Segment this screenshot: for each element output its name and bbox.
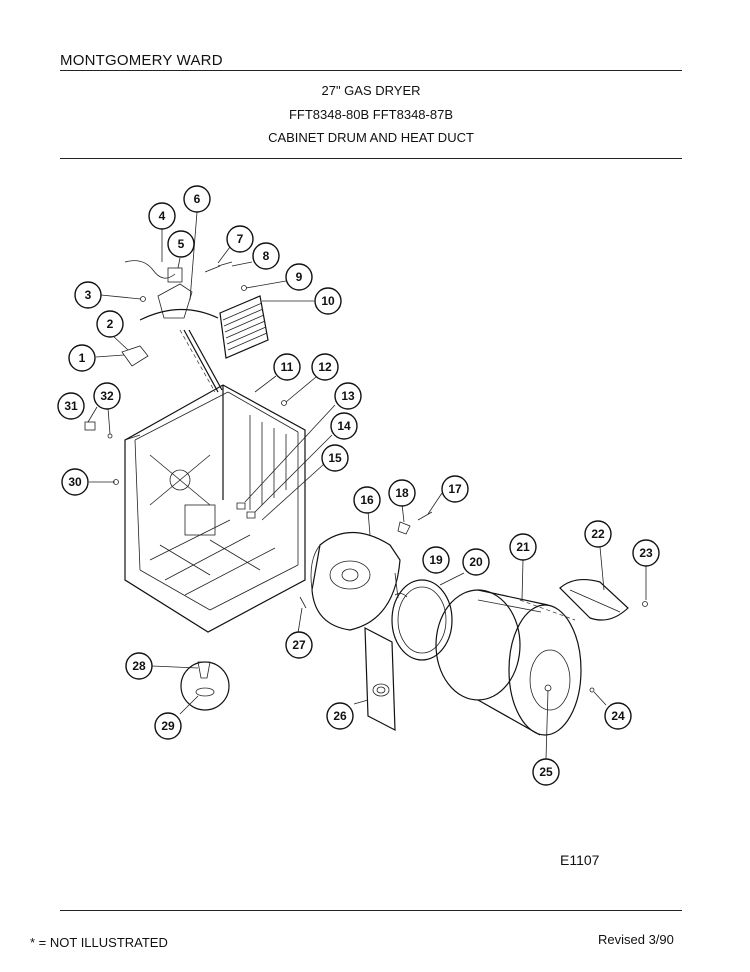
dryer-drum <box>435 589 582 736</box>
svg-text:24: 24 <box>611 709 625 723</box>
svg-text:28: 28 <box>132 659 146 673</box>
small-fasteners <box>84 261 433 535</box>
svg-text:11: 11 <box>281 360 294 374</box>
callout-31: 31 <box>57 392 85 420</box>
header-rule-bottom <box>60 158 682 159</box>
svg-text:12: 12 <box>318 360 332 374</box>
header-rule-top <box>60 70 682 71</box>
callout-28: 28 <box>125 652 153 680</box>
callout-15: 15 <box>321 444 349 472</box>
callout-13: 13 <box>334 382 362 410</box>
diagram-code: E1107 <box>560 852 600 868</box>
revision-date: Revised 3/90 <box>598 932 674 947</box>
svg-text:30: 30 <box>68 475 82 489</box>
svg-text:31: 31 <box>64 399 78 413</box>
callout-23: 23 <box>632 539 660 567</box>
section-title: CABINET DRUM AND HEAT DUCT <box>268 130 474 145</box>
svg-text:16: 16 <box>360 493 374 507</box>
front-bulkhead <box>299 532 401 631</box>
svg-text:25: 25 <box>539 765 553 779</box>
svg-text:7: 7 <box>237 232 244 246</box>
drum-seal-ring <box>391 579 453 661</box>
model-numbers: FFT8348-80B FFT8348-87B <box>288 107 454 122</box>
leader-lines <box>87 211 647 760</box>
cabinet-drawing <box>124 384 306 633</box>
callout-12: 12 <box>311 353 339 381</box>
heat-duct-cover <box>559 578 648 693</box>
svg-text:29: 29 <box>161 719 175 733</box>
callout-18: 18 <box>388 479 416 507</box>
svg-text:32: 32 <box>100 389 114 403</box>
callout-8: 8 <box>252 242 280 270</box>
callout-19: 19 <box>422 546 450 574</box>
svg-text:4: 4 <box>159 209 166 223</box>
svg-text:22: 22 <box>591 527 605 541</box>
callout-2: 2 <box>96 310 124 338</box>
callout-4: 4 <box>148 202 176 230</box>
svg-text:17: 17 <box>448 482 462 496</box>
callout-3: 3 <box>74 281 102 309</box>
callout-20: 20 <box>462 548 490 576</box>
callout-1: 1 <box>68 344 96 372</box>
callout-10: 10 <box>314 287 342 315</box>
callout-17: 17 <box>441 475 469 503</box>
heat-duct-parts <box>124 260 223 393</box>
callout-5: 5 <box>167 230 195 258</box>
svg-text:19: 19 <box>429 553 443 567</box>
lint-duct-panel <box>364 626 396 732</box>
svg-text:8: 8 <box>263 249 270 263</box>
callout-22: 22 <box>584 520 612 548</box>
svg-text:5: 5 <box>178 237 185 251</box>
svg-text:13: 13 <box>341 389 355 403</box>
svg-text:21: 21 <box>516 540 530 554</box>
callout-25: 25 <box>532 758 560 786</box>
callout-27: 27 <box>285 631 313 659</box>
callout-9: 9 <box>285 263 313 291</box>
svg-text:20: 20 <box>469 555 483 569</box>
callout-29: 29 <box>154 712 182 740</box>
svg-text:9: 9 <box>296 270 303 284</box>
svg-text:10: 10 <box>321 294 335 308</box>
svg-text:23: 23 <box>639 546 653 560</box>
svg-text:1: 1 <box>79 351 86 365</box>
callout-14: 14 <box>330 412 358 440</box>
brand-name: MONTGOMERY WARD <box>60 52 223 69</box>
callout-16: 16 <box>353 486 381 514</box>
callout-32: 32 <box>93 382 121 410</box>
callout-24: 24 <box>604 702 632 730</box>
svg-text:27: 27 <box>292 638 306 652</box>
leveling-foot <box>180 661 230 711</box>
svg-text:2: 2 <box>107 317 114 331</box>
not-illustrated-note: * = NOT ILLUSTRATED <box>30 935 168 950</box>
svg-text:18: 18 <box>395 486 409 500</box>
callout-26: 26 <box>326 702 354 730</box>
svg-text:14: 14 <box>337 419 351 433</box>
vent-grille <box>219 295 269 359</box>
callout-6: 6 <box>183 185 211 213</box>
svg-text:3: 3 <box>85 288 92 302</box>
callout-30: 30 <box>61 468 89 496</box>
callout-21: 21 <box>509 533 537 561</box>
svg-text:15: 15 <box>328 451 342 465</box>
svg-text:26: 26 <box>333 709 347 723</box>
product-title: 27" GAS DRYER <box>321 83 421 98</box>
footer-rule <box>60 910 682 911</box>
svg-text:6: 6 <box>194 192 201 206</box>
callout-11: 11 <box>273 353 301 381</box>
callout-7: 7 <box>226 225 254 253</box>
